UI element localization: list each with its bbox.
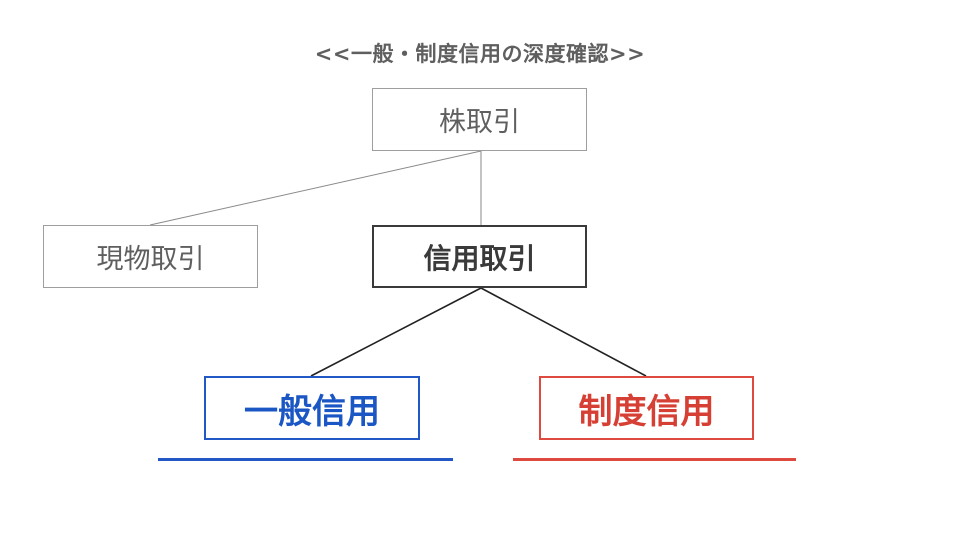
system-margin-underline (513, 458, 796, 461)
node-margin-trading: 信用取引 (372, 225, 587, 288)
node-system-margin-label: 制度信用 (578, 391, 715, 432)
node-spot-trading-label: 現物取引 (96, 244, 205, 275)
node-stock-trading-label: 株取引 (439, 107, 520, 138)
node-stock-trading: 株取引 (372, 88, 587, 151)
node-system-margin: 制度信用 (539, 376, 754, 440)
connector-margin-to-general (310, 287, 482, 377)
diagram-title: <<一般・制度信用の深度確認>> (314, 42, 646, 66)
node-general-margin: 一般信用 (204, 376, 420, 440)
node-spot-trading: 現物取引 (43, 225, 258, 288)
connector-margin-to-system (480, 287, 647, 377)
connector-root-to-spot (149, 150, 482, 226)
node-margin-trading-label: 信用取引 (423, 241, 536, 275)
node-general-margin-label: 一般信用 (244, 391, 380, 432)
general-margin-underline (158, 458, 453, 461)
